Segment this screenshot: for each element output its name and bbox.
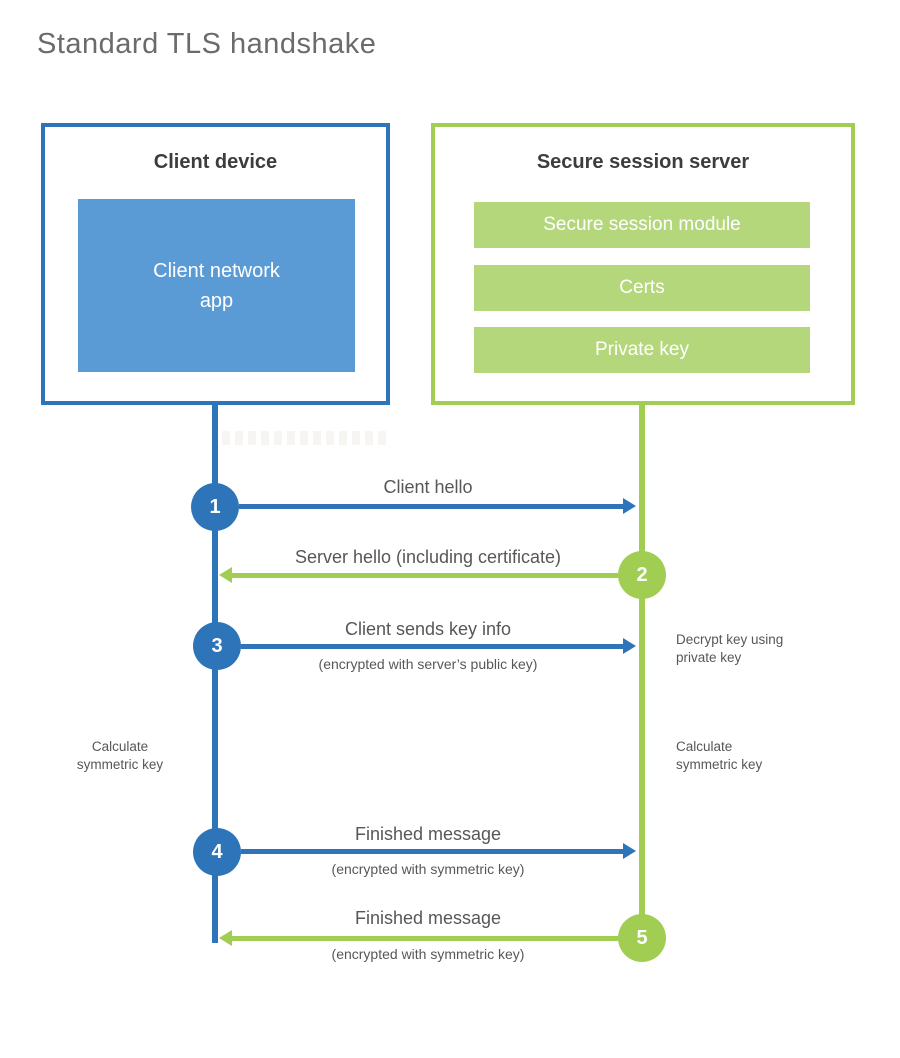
note-calculate-symmetric-key-client: Calculate symmetric key [76, 739, 164, 772]
client-device-heading: Client device [153, 151, 278, 173]
decorative-dashes [222, 431, 386, 445]
arrowhead-right-icon [623, 498, 636, 514]
server-lifeline [639, 405, 645, 938]
client-network-app-box: Client network app [78, 199, 355, 372]
server-module-private-key: Private key [474, 327, 810, 373]
arrowhead-right-icon [623, 843, 636, 859]
note-decrypt-key: Decrypt key using private key [676, 632, 784, 665]
arrowhead-left-icon [219, 567, 232, 583]
step-circle-5: 5 [618, 914, 666, 962]
message-label-5: Finished message [354, 908, 502, 928]
message-sublabel-4: (encrypted with symmetric key) [331, 861, 525, 877]
client-lifeline [212, 405, 218, 943]
page-title: Standard TLS handshake [37, 28, 377, 60]
arrowhead-left-icon [219, 930, 232, 946]
secure-session-server-box: Secure session server Secure session mod… [431, 123, 855, 405]
arrow-finished-client [241, 843, 636, 859]
arrowhead-right-icon [623, 638, 636, 654]
client-device-box: Client device Client network app [41, 123, 390, 405]
note-calculate-symmetric-key-server: Calculate symmetric key [676, 739, 763, 772]
arrow-server-hello [219, 567, 618, 583]
message-label-3: Client sends key info [344, 619, 512, 639]
step-circle-4: 4 [193, 828, 241, 876]
server-module-secure-session: Secure session module [474, 202, 810, 248]
message-label-2: Server hello (including certificate) [294, 547, 562, 567]
message-label-4: Finished message [354, 824, 502, 844]
step-circle-2: 2 [618, 551, 666, 599]
arrow-client-key-info [241, 638, 636, 654]
arrow-client-hello [239, 498, 636, 514]
message-sublabel-3: (encrypted with server’s public key) [318, 656, 538, 672]
message-label-1: Client hello [383, 477, 473, 497]
server-heading: Secure session server [536, 151, 750, 173]
message-sublabel-5: (encrypted with symmetric key) [331, 946, 525, 962]
arrow-finished-server [219, 930, 618, 946]
step-circle-1: 1 [191, 483, 239, 531]
server-module-certs: Certs [474, 265, 810, 311]
step-circle-3: 3 [193, 622, 241, 670]
